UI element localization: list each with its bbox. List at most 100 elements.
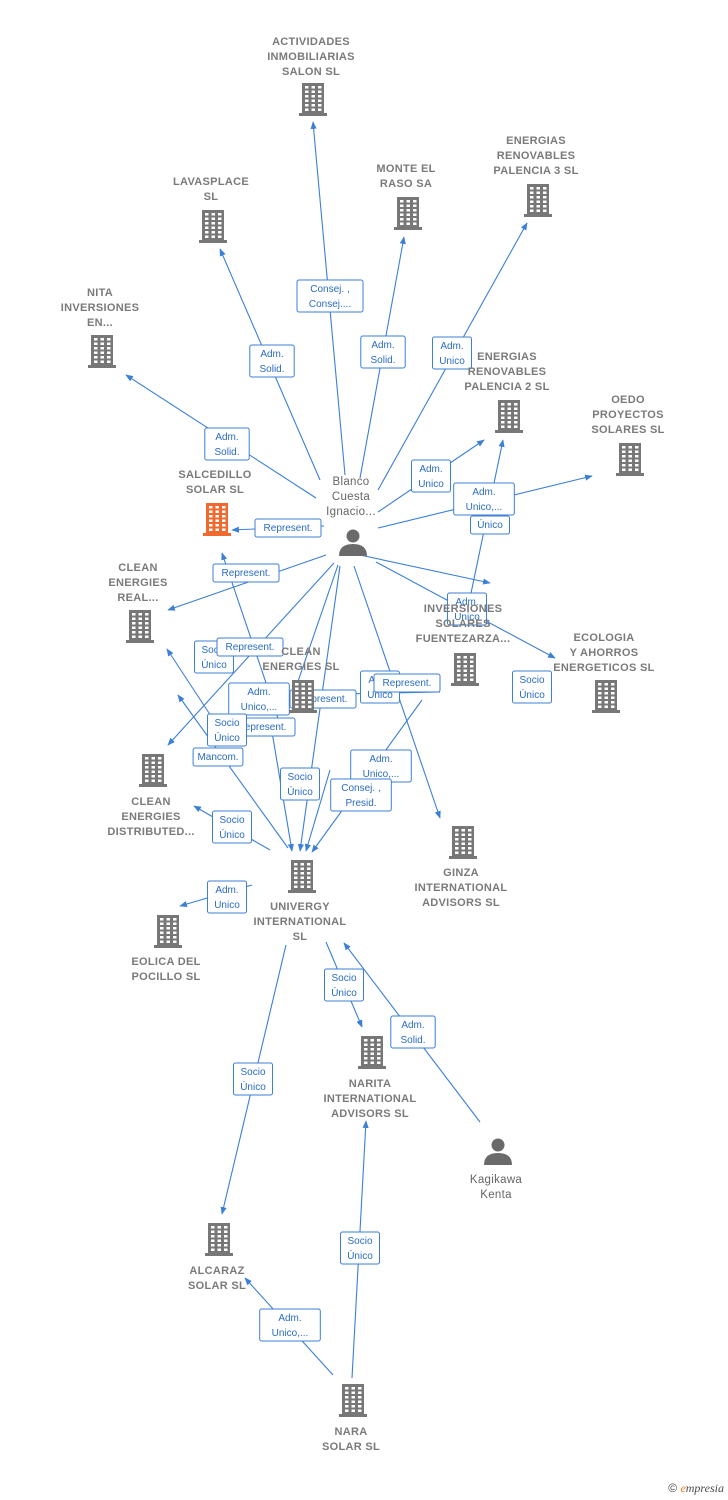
relation-label[interactable]: Adm.Unico,... <box>259 1308 321 1342</box>
relation-label-box[interactable] <box>204 427 250 461</box>
building-icon[interactable] <box>88 335 116 368</box>
relation-label-box[interactable] <box>296 279 364 313</box>
building-icon[interactable] <box>524 184 552 217</box>
building-highlight-icon[interactable] <box>203 503 231 536</box>
building-icon[interactable] <box>592 680 620 713</box>
relation-label-box[interactable] <box>192 747 244 767</box>
relation-label-box[interactable] <box>373 673 441 693</box>
building-icon[interactable] <box>289 680 317 713</box>
building-icon[interactable] <box>616 443 644 476</box>
relation-label-box[interactable] <box>216 637 284 657</box>
relation-label[interactable]: Adm.Unico <box>207 880 247 914</box>
relation-label-box[interactable] <box>432 336 472 370</box>
relation-label-box[interactable] <box>207 713 247 747</box>
building-window <box>507 412 511 415</box>
relation-label-box[interactable] <box>324 968 364 1002</box>
building-icon[interactable] <box>451 653 479 686</box>
relation-label[interactable]: Adm.Unico <box>411 459 451 493</box>
relation-label[interactable]: Adm.Solid. <box>204 427 250 461</box>
relation-label[interactable]: Represent. <box>216 637 284 657</box>
empresia-logo[interactable]: empresia <box>680 1481 724 1495</box>
relation-label-box[interactable] <box>411 459 451 493</box>
node-nita[interactable]: NITAINVERSIONESEN... <box>61 287 140 368</box>
building-icon[interactable] <box>199 210 227 243</box>
building-icon[interactable] <box>154 915 182 948</box>
relation-label-box[interactable] <box>228 682 290 716</box>
relation-label-box[interactable] <box>330 778 392 812</box>
relation-label-box[interactable] <box>212 563 280 583</box>
relation-label-box[interactable] <box>249 344 295 378</box>
relation-label-box[interactable] <box>360 335 406 369</box>
building-icon[interactable] <box>358 1036 386 1069</box>
relation-label-box[interactable] <box>447 592 487 626</box>
person-icon[interactable] <box>484 1138 512 1166</box>
building-icon[interactable] <box>299 83 327 116</box>
relation-label[interactable]: Adm.Solid. <box>249 344 295 378</box>
relation-label[interactable]: Represent. <box>373 673 441 693</box>
relation-label-box[interactable] <box>340 1231 380 1265</box>
node-blanco[interactable]: BlancoCuestaIgnacio... <box>326 476 376 556</box>
relation-label-box[interactable] <box>254 518 322 538</box>
relation-label[interactable]: Único <box>470 515 510 535</box>
relation-label[interactable]: Adm.Solid. <box>390 1015 436 1049</box>
node-ced[interactable]: CLEANENERGIESDISTRIBUTED... <box>107 754 194 838</box>
building-icon[interactable] <box>449 826 477 859</box>
building-icon[interactable] <box>205 1223 233 1256</box>
relation-label[interactable]: Adm.Solid. <box>360 335 406 369</box>
building-icon[interactable] <box>394 197 422 230</box>
building-icon[interactable] <box>126 610 154 643</box>
relation-label-box[interactable] <box>259 1308 321 1342</box>
building-icon[interactable] <box>288 860 316 893</box>
relation-label-box[interactable] <box>470 515 510 535</box>
relation-label[interactable]: Adm.Unico,... <box>228 682 290 716</box>
relation-label-box[interactable] <box>390 1015 436 1049</box>
relation-label[interactable]: Consej. ,Consej.... <box>296 279 364 313</box>
building-window <box>455 842 459 845</box>
relation-label-box[interactable] <box>453 482 515 516</box>
node-cer[interactable]: CLEANENERGIESREAL... <box>108 562 167 643</box>
relation-label[interactable]: Represent. <box>254 518 322 538</box>
building-icon[interactable] <box>495 400 523 433</box>
relation-label[interactable]: Represent. <box>212 563 280 583</box>
person-icon[interactable] <box>339 529 367 557</box>
relation-label[interactable]: Mancom. <box>192 747 244 767</box>
relation-label[interactable]: Consej. ,Presid. <box>330 778 392 812</box>
relation-label-box[interactable] <box>212 810 252 844</box>
relation-label-box[interactable] <box>233 1062 273 1096</box>
building-icon[interactable] <box>139 754 167 787</box>
relation-label[interactable]: Adm.Unico,... <box>453 482 515 516</box>
building-icon[interactable] <box>339 1384 367 1417</box>
relation-label[interactable]: Adm.Unico <box>432 336 472 370</box>
node-inv[interactable]: INVERSIONESSOLARESFUENTEZARZA... <box>416 603 511 686</box>
relation-label[interactable]: Adm.Unico,... <box>350 749 412 783</box>
relation-label[interactable]: Adm.Unico <box>447 592 487 626</box>
relation-label-box[interactable] <box>280 767 320 801</box>
relation-label-box[interactable] <box>207 880 247 914</box>
relation-label-box[interactable] <box>512 670 552 704</box>
building-window <box>364 1052 368 1055</box>
